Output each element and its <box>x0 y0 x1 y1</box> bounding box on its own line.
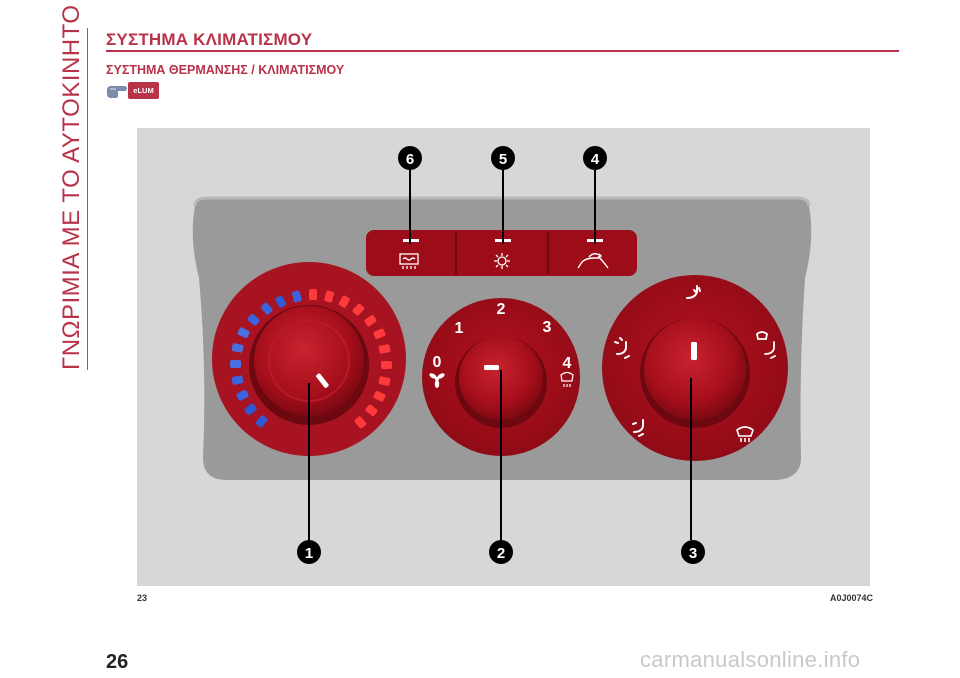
rear-defrost-icon <box>399 253 419 269</box>
callout-5: 5 <box>491 146 515 170</box>
max-defrost-icon <box>560 371 574 387</box>
vent-face-feet-icon <box>614 337 630 359</box>
figure-code: A0J0074C <box>830 593 874 603</box>
vent-face-icon <box>686 285 701 299</box>
callout-leader-lines <box>308 170 692 540</box>
callout-2: 2 <box>489 540 513 564</box>
fan-speed-label-1: 1 <box>455 320 464 337</box>
temperature-control <box>212 262 406 456</box>
climate-control-figure: 0 1 2 3 4 <box>137 128 870 586</box>
temperature-knob-indicator <box>316 373 329 388</box>
fan-knob-indicator <box>484 365 499 370</box>
button-strip <box>366 230 637 276</box>
section-title-rule <box>106 50 899 52</box>
figure-number: 23 <box>137 593 148 603</box>
svg-text:2: 2 <box>497 545 505 562</box>
pointing-hand-icon <box>107 86 127 98</box>
vent-feet-defrost-icon <box>756 331 776 359</box>
callout-6: 6 <box>398 146 422 170</box>
callout-3: 3 <box>681 540 705 564</box>
distribution-knob-indicator <box>691 342 697 360</box>
elum-badge <box>128 82 159 99</box>
side-divider <box>87 28 88 370</box>
callout-4: 4 <box>583 146 607 170</box>
svg-text:4: 4 <box>591 151 600 168</box>
fan-speed-label-0: 0 <box>433 354 442 371</box>
section-title: ΣΥΣΤΗΜΑ ΚΛΙΜΑΤΙΣΜΟΥ <box>106 30 313 49</box>
fan-speed-label-3: 3 <box>543 319 552 336</box>
fan-speed-label-2: 2 <box>497 301 506 318</box>
air-distribution-control <box>602 275 788 461</box>
windscreen-defrost-icon <box>736 426 754 442</box>
svg-text:5: 5 <box>499 151 507 168</box>
vent-feet-icon <box>632 419 644 437</box>
elum-badge-label: eLUM <box>133 86 153 95</box>
svg-text:6: 6 <box>406 151 414 168</box>
pointing-hand-elum-icon: eLUM <box>107 82 159 99</box>
fan-speed-label-4: 4 <box>563 355 572 372</box>
page-number: 26 <box>106 651 129 673</box>
svg-text:3: 3 <box>689 545 697 562</box>
callout-1: 1 <box>297 540 321 564</box>
svg-text:1: 1 <box>305 545 313 562</box>
recirculation-car-icon <box>577 253 609 269</box>
ac-snowflake-icon <box>494 253 510 269</box>
temperature-scale-leds <box>230 289 392 429</box>
side-chapter-title: ΓΝΩΡΙΜΙΑ ΜΕ ΤΟ ΑΥΤΟΚΙΝΗΤΟ <box>58 4 85 370</box>
subsection-title: ΣΥΣΤΗΜΑ ΘΕΡΜΑΝΣΗΣ / ΚΛΙΜΑΤΙΣΜΟΥ <box>106 63 345 77</box>
fan-icon <box>429 373 445 388</box>
watermark: carmanualsonline.info <box>640 647 861 672</box>
